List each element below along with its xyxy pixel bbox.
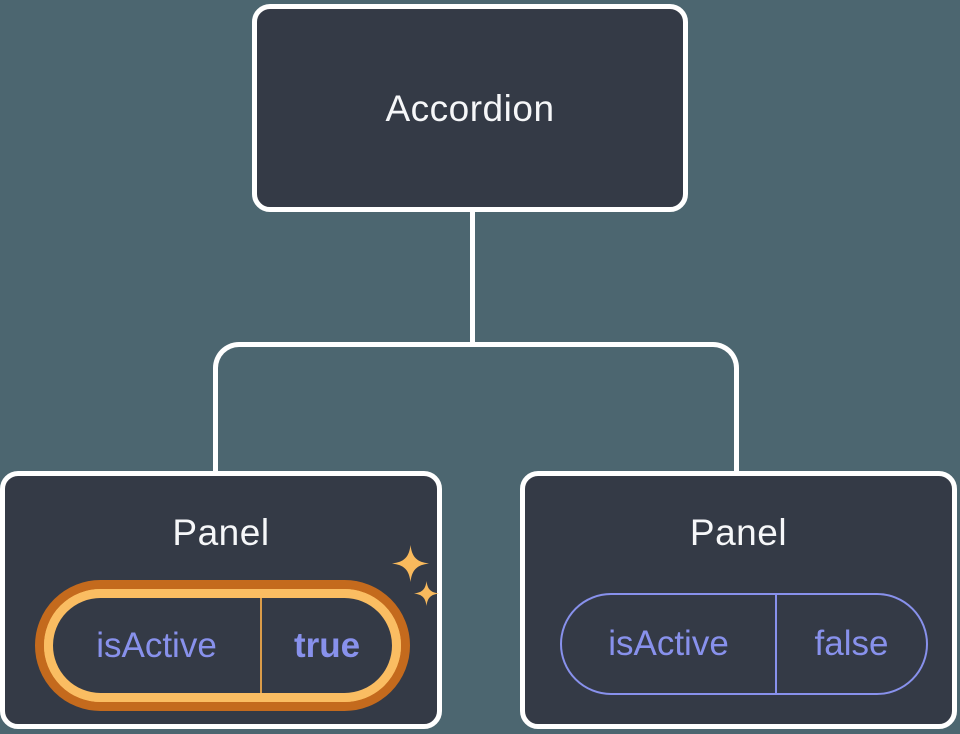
state-prop-value: true <box>293 626 361 665</box>
sparkle-icon <box>392 545 439 606</box>
state-pill-active-inner: isActive true <box>44 589 401 702</box>
state-pill-active: isActive true <box>35 580 410 711</box>
state-prop-value: false <box>814 624 889 663</box>
panel-node-title: Panel <box>172 512 270 553</box>
state-prop-name: isActive <box>608 624 729 663</box>
panel-node-inactive: Panel isActive false <box>520 471 957 729</box>
pill-divider <box>260 598 262 693</box>
pill-divider <box>775 595 777 693</box>
panel-node-title: Panel <box>689 512 788 553</box>
accordion-node: Accordion <box>252 4 688 212</box>
panel-node-active: Panel isActive true <box>0 471 442 729</box>
accordion-node-title: Accordion <box>385 87 555 129</box>
connector-stem <box>470 208 475 345</box>
state-prop-name: isActive <box>96 626 217 665</box>
connector-branches <box>213 342 739 471</box>
state-pill-inactive: isActive false <box>560 593 928 695</box>
